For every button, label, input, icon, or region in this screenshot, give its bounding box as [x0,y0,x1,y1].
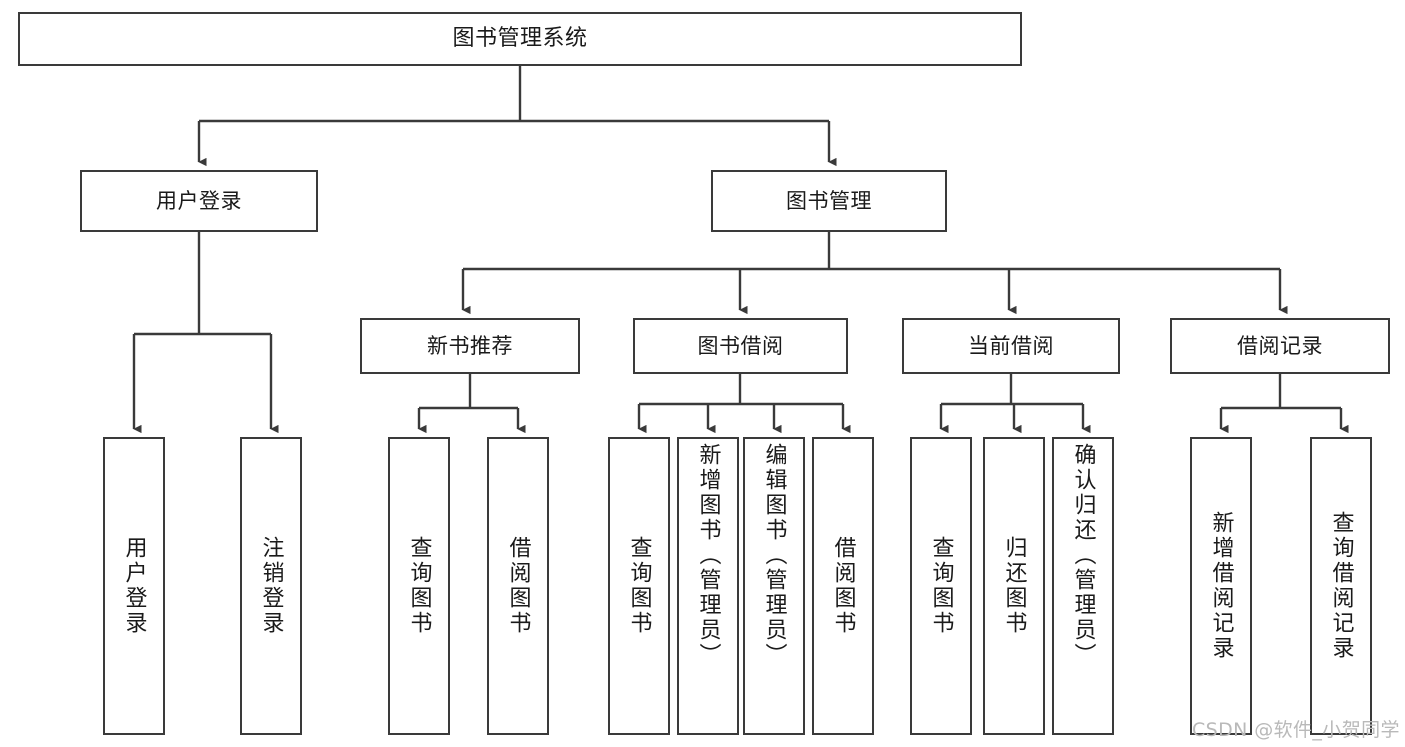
node-leaf-add-book-admin[interactable]: 新增图书（管理员） [677,437,739,735]
node-label: 查询借阅记录 [1328,511,1354,661]
node-label: 新书推荐 [427,333,513,358]
node-leaf-return-books[interactable]: 归还图书 [983,437,1045,735]
node-book-management-system[interactable]: 图书管理系统 [18,12,1022,66]
node-leaf-user-login[interactable]: 用户登录 [103,437,165,735]
node-leaf-borrow-books-recommend[interactable]: 借阅图书 [487,437,549,735]
node-label: 注销登录 [258,536,284,636]
node-leaf-query-books-borrow[interactable]: 查询图书 [608,437,670,735]
node-label: 当前借阅 [968,333,1054,358]
node-book-borrowing[interactable]: 图书借阅 [633,318,848,374]
node-borrowing-records[interactable]: 借阅记录 [1170,318,1390,374]
node-leaf-logout-login[interactable]: 注销登录 [240,437,302,735]
node-label: 新增图书（管理员） [695,443,721,668]
node-label: 查询图书 [626,536,652,636]
node-label: 用户登录 [121,536,147,636]
node-leaf-add-borrow-record[interactable]: 新增借阅记录 [1190,437,1252,735]
node-current-borrowing[interactable]: 当前借阅 [902,318,1120,374]
node-label: 图书借阅 [697,333,784,358]
node-label: 编辑图书（管理员） [761,443,787,668]
node-label: 图书管理 [786,188,872,213]
node-label: 查询图书 [406,536,432,636]
node-leaf-confirm-return-admin[interactable]: 确认归还（管理员） [1052,437,1114,735]
node-new-book-recommendation[interactable]: 新书推荐 [360,318,580,374]
node-label: 借阅记录 [1237,333,1323,358]
node-label: 用户登录 [156,188,242,213]
node-label: 归还图书 [1001,536,1027,636]
node-leaf-query-books-current[interactable]: 查询图书 [910,437,972,735]
node-label: 借阅图书 [505,536,531,636]
node-book-management[interactable]: 图书管理 [711,170,947,232]
node-leaf-borrow-books[interactable]: 借阅图书 [812,437,874,735]
node-leaf-edit-book-admin[interactable]: 编辑图书（管理员） [743,437,805,735]
node-label: 查询图书 [928,536,954,636]
node-leaf-query-books-recommend[interactable]: 查询图书 [388,437,450,735]
node-label: 确认归还（管理员） [1070,443,1096,668]
node-leaf-query-borrow-record[interactable]: 查询借阅记录 [1310,437,1372,735]
node-label: 新增借阅记录 [1208,511,1234,661]
node-user-login[interactable]: 用户登录 [80,170,318,232]
node-label: 借阅图书 [830,536,856,636]
node-label: 图书管理系统 [452,26,588,52]
